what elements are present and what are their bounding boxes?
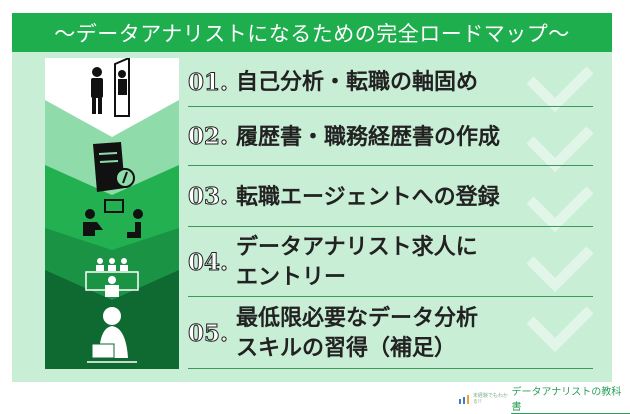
step-title-line: データアナリスト求人に bbox=[236, 234, 478, 260]
logo-name: データアナリストの教科書 bbox=[511, 383, 630, 414]
step-title: 自己分析・転職の軸固め bbox=[236, 69, 479, 95]
step-number: 03. bbox=[187, 183, 229, 211]
consultation-icon bbox=[83, 199, 143, 238]
step-number: 01. bbox=[187, 68, 229, 96]
chart-icon bbox=[459, 394, 469, 404]
step-title: 転職エージェントへの登録 bbox=[236, 183, 500, 210]
step-03: 03. 転職エージェントへの登録 bbox=[187, 167, 593, 227]
check-icon bbox=[526, 246, 594, 293]
step-title-line: スキルの習得（補足） bbox=[236, 335, 457, 361]
step-number: 02. bbox=[187, 123, 229, 151]
step-05: 05. 最低限必要なデータ分析 スキルの習得（補足） bbox=[187, 298, 593, 369]
interview-icon bbox=[85, 258, 139, 297]
step-title-line: エントリー bbox=[236, 264, 347, 290]
site-logo: 未経験でもわかる!! データアナリストの教科書 bbox=[458, 383, 630, 414]
step-02: 02. 履歴書・職務経歴書の作成 bbox=[187, 108, 593, 166]
step-title-line: 最低限必要なデータ分析 bbox=[236, 305, 479, 331]
chevron-column bbox=[45, 58, 179, 369]
person-mirror-icon bbox=[91, 58, 130, 117]
step-01: 01. 自己分析・転職の軸固め bbox=[187, 58, 593, 107]
logo-tagline: 未経験でもわかる!! bbox=[472, 392, 508, 405]
check-icon bbox=[526, 186, 594, 233]
page-title: 〜データアナリストになるための完全ロードマップ〜 bbox=[12, 13, 612, 52]
step-number: 05. bbox=[187, 319, 229, 347]
step-number: 04. bbox=[187, 248, 229, 276]
check-icon bbox=[526, 306, 594, 353]
step-title: 履歴書・職務経歴書の作成 bbox=[236, 123, 501, 150]
document-pen-icon bbox=[93, 142, 135, 192]
segment-1 bbox=[45, 58, 179, 137]
step-04: 04. データアナリスト求人に エントリー bbox=[187, 228, 593, 297]
laptop-study-icon bbox=[87, 307, 137, 363]
check-icon bbox=[526, 66, 594, 113]
